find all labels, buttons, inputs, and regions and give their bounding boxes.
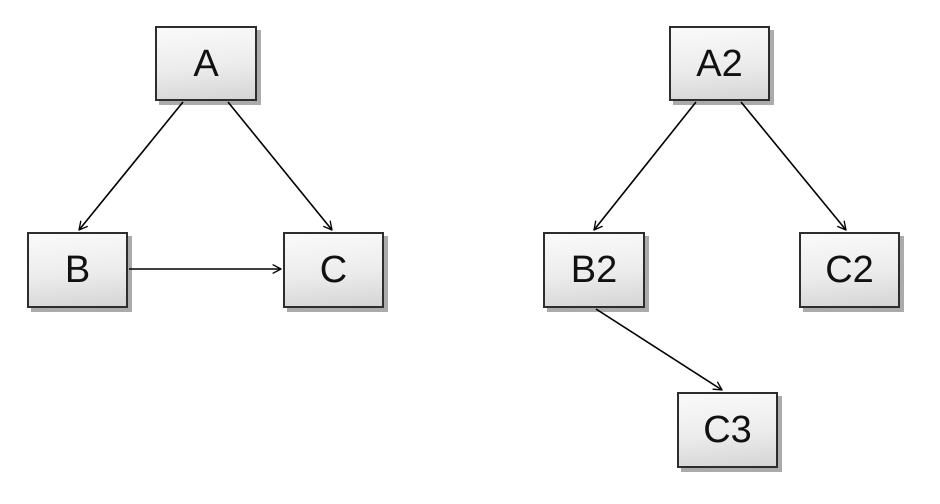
node-A2[interactable]: A2 [669, 26, 770, 101]
node-label-C: C [319, 249, 348, 291]
edge-A2-to-B2[interactable] [593, 101, 697, 231]
node-C3[interactable]: C3 [677, 392, 778, 468]
node-label-B2: B2 [570, 249, 618, 291]
edge-B2-to-C3[interactable] [595, 308, 723, 391]
node-label-A2: A2 [696, 42, 743, 85]
node-label-C3: C3 [703, 409, 752, 451]
node-B2[interactable]: B2 [543, 232, 645, 308]
edges-group [78, 101, 847, 391]
node-C[interactable]: C [283, 232, 384, 308]
edge-A-to-C[interactable] [227, 101, 333, 231]
edge-A-to-B[interactable] [78, 101, 184, 231]
node-label-C2: C2 [825, 249, 874, 291]
edge-A2-to-C2[interactable] [740, 101, 847, 231]
node-A[interactable]: A [155, 26, 257, 101]
node-label-A: A [193, 42, 219, 85]
node-label-B: B [64, 249, 91, 291]
node-C2[interactable]: C2 [799, 232, 900, 308]
node-B[interactable]: B [27, 232, 128, 308]
